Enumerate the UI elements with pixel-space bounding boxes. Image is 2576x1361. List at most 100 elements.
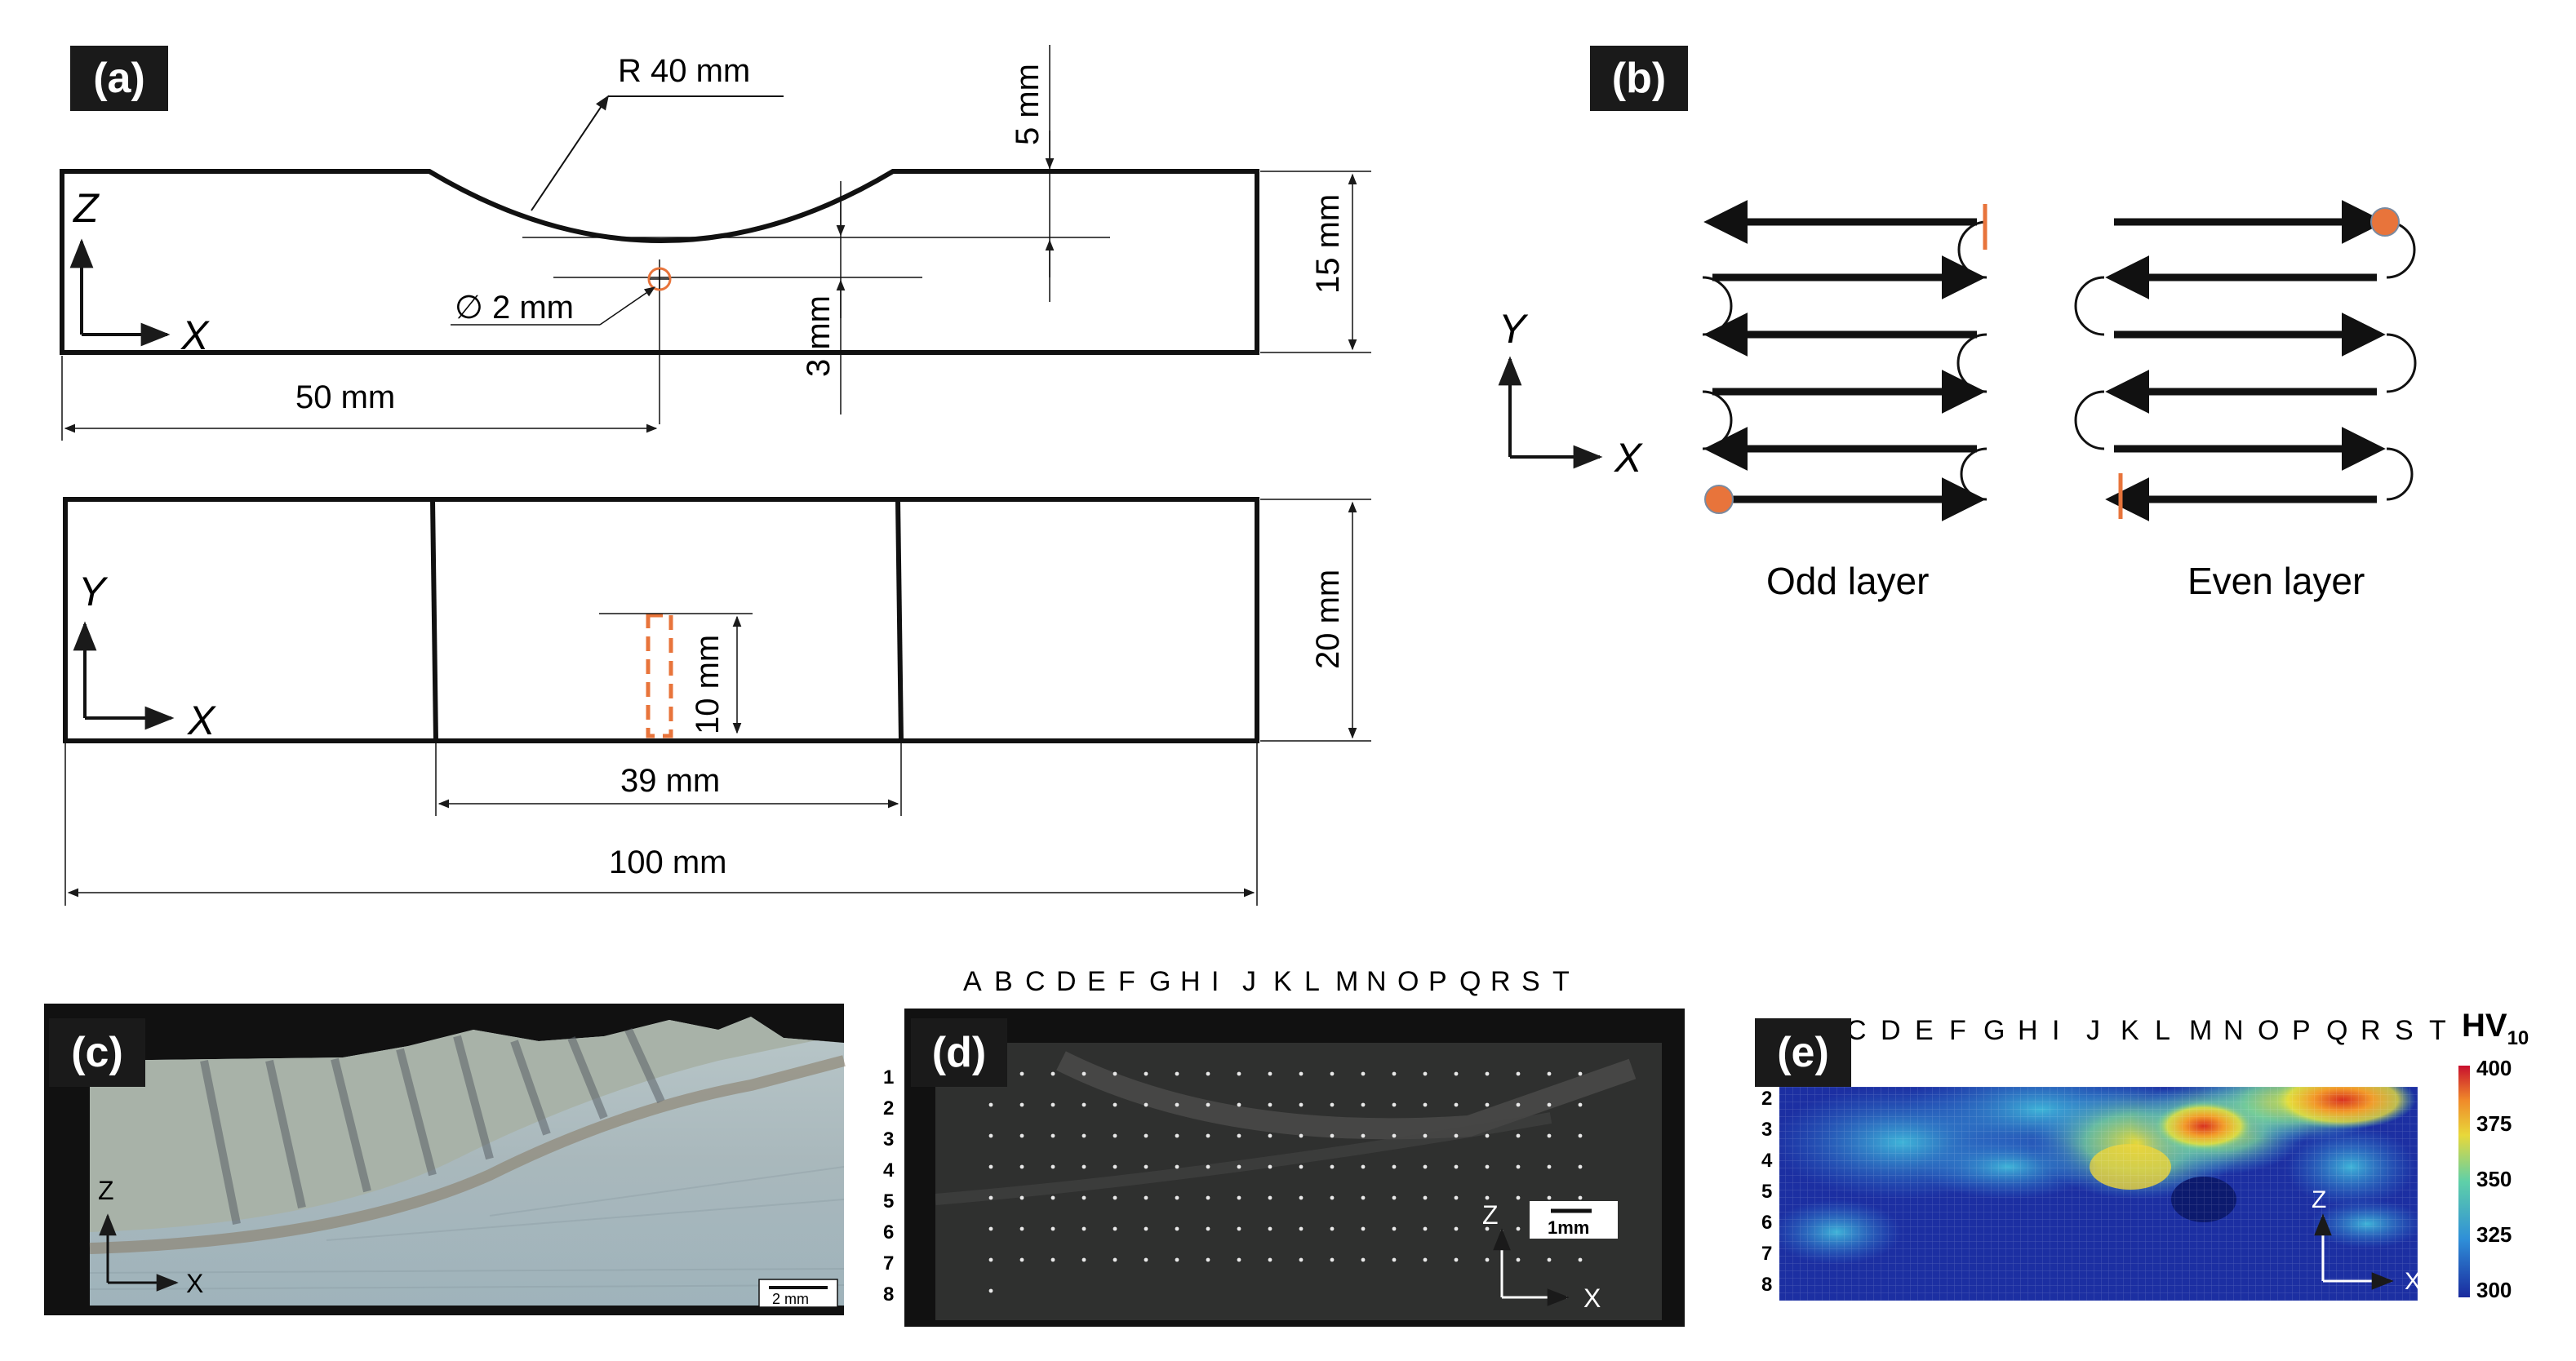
scale-bar-box <box>758 1279 838 1308</box>
axis-x-label: X <box>180 313 210 358</box>
indent-dot <box>1206 1195 1210 1200</box>
indent-dot <box>1237 1133 1241 1138</box>
column-label: H <box>1180 966 1201 997</box>
indent-dot <box>1578 1164 1583 1169</box>
hole-position-label: 50 mm <box>295 379 395 415</box>
indent-dot <box>1175 1071 1179 1076</box>
indent-dot <box>1144 1133 1148 1138</box>
hole-depth-label: 3 mm <box>801 295 837 377</box>
indent-dot <box>1392 1226 1397 1231</box>
panel-c: Z X 2 mm <box>44 1004 846 1315</box>
toolpath-turn <box>1702 390 1733 450</box>
column-label: M <box>1335 966 1358 997</box>
indent-dot <box>1081 1195 1086 1200</box>
indent-dot <box>1330 1102 1335 1107</box>
toolpath-turn <box>1957 220 1988 279</box>
indent-dot <box>1454 1195 1459 1200</box>
toolpath-turn <box>2386 447 2414 501</box>
indent-dot <box>1268 1102 1272 1107</box>
column-label: I <box>2052 1015 2059 1046</box>
column-label: J <box>2086 1015 2100 1046</box>
indent-dot <box>1578 1133 1583 1138</box>
column-label: N <box>2223 1015 2244 1046</box>
indent-dot <box>1516 1071 1521 1076</box>
column-label: B <box>994 966 1013 997</box>
indent-dot <box>1050 1164 1055 1169</box>
indent-dot <box>1392 1257 1397 1262</box>
indent-dot <box>1206 1164 1210 1169</box>
axis-yx-top: Y X <box>73 569 216 743</box>
row-label: 6 <box>883 1221 894 1244</box>
specimen-side-outline <box>60 169 1259 355</box>
even-start-marker <box>2370 207 2400 237</box>
indent-dot <box>1144 1257 1148 1262</box>
axis-yx-b: Y X <box>1498 306 1643 481</box>
indent-dot <box>1485 1257 1490 1262</box>
column-label: D <box>1881 1015 1901 1046</box>
indent-dot <box>1299 1164 1304 1169</box>
indent-dot <box>1081 1257 1086 1262</box>
row-label: 8 <box>883 1283 894 1306</box>
column-label: F <box>1118 966 1135 997</box>
panel-label-e: (e) <box>1755 1018 1851 1087</box>
indent-dot <box>1578 1195 1583 1200</box>
column-label: E <box>1087 966 1106 997</box>
row-label: 3 <box>1761 1119 1772 1141</box>
indent-dot <box>1361 1257 1366 1262</box>
indent-dot <box>1392 1133 1397 1138</box>
indent-dot <box>1237 1071 1241 1076</box>
row-label: 5 <box>883 1190 894 1212</box>
indent-dot <box>1454 1257 1459 1262</box>
indent-dot <box>1019 1071 1024 1076</box>
axis-zx-side: Z X <box>69 185 210 358</box>
axis-x-label: X <box>1583 1283 1601 1313</box>
indent-dot <box>1547 1133 1552 1138</box>
column-label: L <box>1304 966 1320 997</box>
gauge-length-label: 39 mm <box>620 763 720 799</box>
indent-dot <box>1578 1257 1583 1262</box>
indent-dot <box>1237 1226 1241 1231</box>
indent-dot <box>1299 1257 1304 1262</box>
indent-dot <box>1019 1257 1024 1262</box>
radius-leader <box>531 95 610 211</box>
colorbar-title: HV10 <box>2462 1008 2529 1049</box>
row-label: 2 <box>1761 1088 1772 1110</box>
height-label: 15 mm <box>1310 194 1346 294</box>
colorbar <box>2458 1066 2470 1297</box>
indent-dot <box>1485 1102 1490 1107</box>
radius-label: R 40 mm <box>618 53 750 89</box>
indent-dot <box>1081 1133 1086 1138</box>
indent-dot <box>1578 1071 1583 1076</box>
indent-dot <box>1361 1133 1366 1138</box>
indent-dot <box>1113 1226 1117 1231</box>
indent-dot <box>1050 1195 1055 1200</box>
even-layer-toolpath <box>2074 200 2417 521</box>
indent-dot <box>1175 1226 1179 1231</box>
indent-dot <box>1330 1164 1335 1169</box>
colorbar-tick: 375 <box>2476 1111 2512 1136</box>
column-label: N <box>1366 966 1387 997</box>
indent-dot <box>1175 1257 1179 1262</box>
row-label: 1 <box>883 1066 894 1088</box>
column-label: F <box>1949 1015 1966 1046</box>
column-label: G <box>1983 1015 2005 1046</box>
indent-dot <box>1361 1102 1366 1107</box>
indent-dot <box>1050 1257 1055 1262</box>
indent-dot <box>1454 1071 1459 1076</box>
indent-dot <box>1547 1195 1552 1200</box>
indent-dot <box>1144 1226 1148 1231</box>
indent-dot <box>1206 1071 1210 1076</box>
indent-dot <box>1144 1102 1148 1107</box>
scale-bar-label: 1mm <box>1548 1217 1589 1238</box>
column-label: R <box>1490 966 1511 997</box>
indent-dot <box>1392 1164 1397 1169</box>
column-label: M <box>2189 1015 2212 1046</box>
column-label: R <box>2361 1015 2381 1046</box>
indent-dot <box>1050 1133 1055 1138</box>
panel-label-d: (d) <box>911 1018 1007 1087</box>
indent-dot <box>1516 1133 1521 1138</box>
indent-dot <box>1081 1071 1086 1076</box>
depth-label: 5 mm <box>1010 64 1046 145</box>
